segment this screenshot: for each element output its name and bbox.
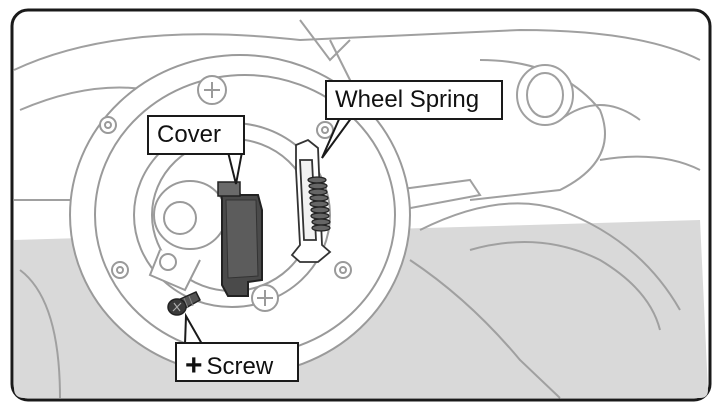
phillips-plus-icon: + bbox=[185, 349, 203, 382]
screw-label-text: Screw bbox=[206, 353, 274, 380]
loose-screw-part bbox=[167, 291, 201, 316]
wheel-spring-label: Wheel Spring bbox=[325, 80, 503, 120]
cover-label-text: Cover bbox=[157, 121, 222, 148]
cover-part bbox=[217, 181, 263, 297]
cover-leader bbox=[227, 151, 243, 185]
screw-leader bbox=[184, 312, 203, 345]
transmitter-body-lineart bbox=[13, 19, 701, 399]
spring-coil bbox=[307, 176, 331, 232]
wheel-spring-label-text: Wheel Spring bbox=[335, 86, 480, 113]
wheel-spring-leader bbox=[321, 116, 353, 159]
callout-leaders bbox=[184, 116, 353, 345]
housing-screw-bosses bbox=[99, 75, 352, 312]
wheel-spring-part bbox=[290, 138, 332, 263]
screw-label: +Screw bbox=[175, 342, 299, 382]
cover-label: Cover bbox=[147, 115, 245, 155]
